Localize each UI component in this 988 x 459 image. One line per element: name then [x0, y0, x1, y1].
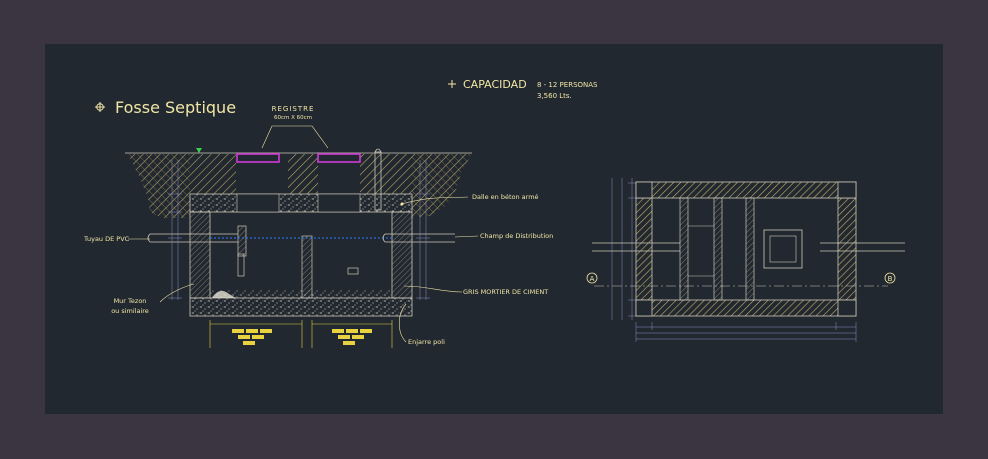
soil-center-left — [190, 154, 236, 194]
wall-left — [189, 211, 211, 299]
plan-wall-right — [837, 197, 857, 301]
registre-title: REGISTRE — [272, 105, 315, 113]
drawing-title: Fosse Septique — [115, 98, 236, 117]
floor-mortar — [210, 290, 392, 298]
plan-column-tl — [635, 181, 653, 199]
label-dalle: Dalle en béton armé — [472, 193, 539, 201]
section-view — [125, 148, 472, 348]
sludge-pile — [212, 290, 236, 298]
plan-registre-inner — [769, 235, 797, 263]
footing-right — [332, 329, 372, 345]
plan-wall-left — [635, 197, 653, 301]
leader-mur — [159, 283, 195, 303]
baffle-wall-left — [237, 225, 247, 257]
slab — [189, 193, 413, 213]
plan-outlet-pipe — [820, 242, 905, 252]
label-tuyau: Tuyau DE PVC — [83, 235, 130, 243]
plan-wall-bottom — [635, 299, 857, 317]
capacity-group: CAPACIDAD 8 - 12 PERSONAS 3,560 Lts. — [448, 78, 598, 100]
leader-gris — [403, 285, 463, 293]
capacity-label: CAPACIDAD — [463, 78, 527, 91]
leader-champ — [454, 235, 479, 238]
plan-baffle-3 — [745, 197, 755, 301]
plan-column-tr — [837, 181, 857, 199]
floor-base — [189, 297, 413, 317]
plan-inlet-pipe — [592, 242, 680, 252]
label-gris: GRIS MORTIER DE CIMENT — [463, 288, 548, 296]
plan-view: A B — [586, 178, 905, 342]
slab-opening-left — [236, 193, 280, 213]
slab-opening-right — [317, 193, 361, 213]
crosshair-icon — [448, 80, 456, 88]
marker-b-label: B — [888, 275, 893, 283]
plan-baffle-1 — [679, 197, 689, 301]
title-group: Fosse Septique — [95, 98, 236, 117]
registre-label-group: REGISTRE 60cm X 60cm — [261, 105, 329, 149]
soil-left-cross — [128, 154, 190, 218]
marker-a-label: A — [590, 275, 595, 283]
plan-registre — [763, 229, 803, 269]
plan-column-bl — [635, 299, 653, 317]
leader-enjarre — [398, 303, 407, 343]
ground-level-marker-icon — [196, 148, 202, 153]
label-mur-line1: Mur Tezon — [114, 297, 147, 305]
crosshair-icon — [95, 102, 105, 112]
inlet-pipe — [147, 233, 238, 243]
registre-size: 60cm X 60cm — [274, 115, 312, 121]
capacity-persons: 8 - 12 PERSONAS — [537, 81, 598, 89]
outlet-tee — [347, 267, 359, 275]
leader-dalle — [401, 196, 469, 205]
soil-right-cross — [412, 154, 472, 218]
soil-center-mid — [288, 154, 318, 194]
capacity-volume: 3,560 Lts. — [537, 92, 572, 100]
registre-lid-left — [236, 153, 280, 163]
vertical-dimensions — [168, 160, 430, 300]
plan-column-br — [837, 299, 857, 317]
registre-leader — [261, 125, 329, 149]
label-enjarre: Enjarre poli — [408, 338, 445, 346]
soil-center-right — [360, 154, 412, 194]
section-annotations: Dalle en béton armé Champ de Distributio… — [83, 193, 553, 346]
wall-right — [391, 211, 413, 299]
label-mur-line2: ou similaire — [111, 307, 149, 315]
plan-wall-top — [635, 181, 857, 199]
plan-dimensions — [611, 178, 857, 342]
inlet-tee — [237, 253, 245, 277]
label-champ: Champ de Distribution — [480, 232, 553, 240]
plan-baffle-2 — [713, 197, 723, 301]
section-marker-a: A — [586, 272, 598, 284]
registre-lid-right — [317, 153, 361, 163]
footing-left — [232, 329, 272, 345]
section-dimensions — [209, 320, 393, 348]
section-marker-b: B — [884, 272, 896, 284]
baffle-wall-center — [301, 235, 313, 299]
